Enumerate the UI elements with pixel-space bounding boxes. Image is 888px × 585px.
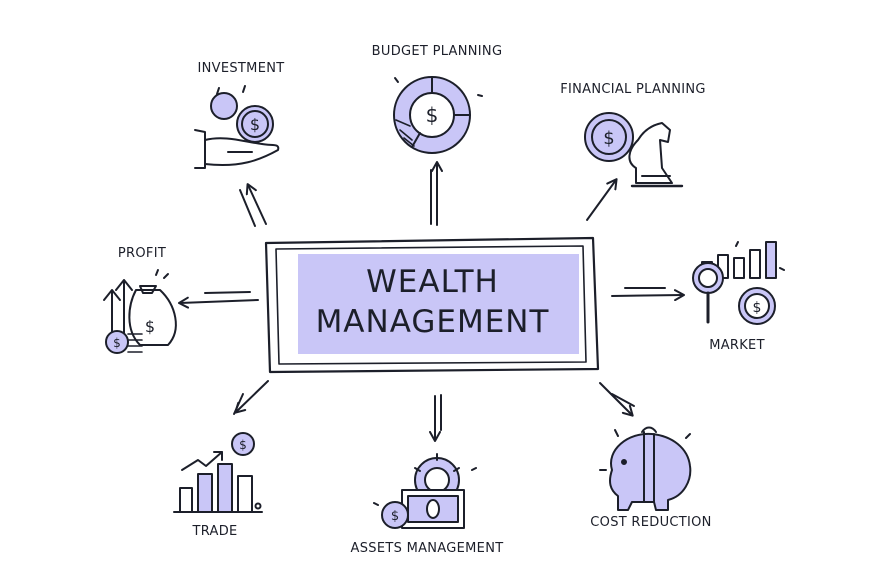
arrow-to-trade: [234, 380, 269, 414]
arrow-to-profit: [178, 296, 259, 309]
title-line-2: MANAGEMENT: [315, 304, 550, 340]
donut-chart-dollar-icon: $: [393, 76, 483, 154]
arrow-to-cost: [599, 382, 634, 417]
arrow-to-trade-2: [233, 393, 244, 415]
bar-chart-magnifier-icon: $: [692, 241, 785, 325]
svg-text:$: $: [391, 509, 399, 524]
gear-cash-icon: $: [373, 453, 477, 529]
label-financial-planning: FINANCIAL PLANNING: [560, 82, 706, 97]
svg-text:$: $: [250, 115, 260, 134]
svg-text:$: $: [753, 300, 762, 316]
label-assets-management: ASSETS MANAGEMENT: [350, 541, 504, 556]
label-investment: INVESTMENT: [197, 61, 285, 76]
bar-chart-growth-icon: $: [173, 432, 263, 513]
arrow-to-market: [611, 289, 685, 302]
svg-text:$: $: [239, 438, 247, 452]
money-bag-arrow-icon: $ $: [103, 269, 177, 354]
piggy-bank-icon: [599, 426, 692, 511]
label-cost-reduction: COST REDUCTION: [590, 515, 712, 530]
title-line-1: WEALTH: [366, 264, 499, 300]
center-box-frame: [264, 236, 600, 374]
coin-chess-knight-icon: $: [584, 112, 684, 188]
label-profit: PROFIT: [117, 246, 167, 261]
label-trade: TRADE: [192, 524, 238, 539]
svg-text:$: $: [603, 128, 614, 149]
label-market: MARKET: [709, 338, 765, 353]
arrow-to-cost-2: [611, 393, 635, 407]
arrow-to-investment-2: [239, 189, 256, 227]
center-box: WEALTH MANAGEMENT: [270, 238, 595, 370]
label-budget-planning: BUDGET PLANNING: [371, 44, 503, 59]
svg-text:$: $: [426, 103, 439, 127]
arrow-to-investment: [245, 183, 267, 225]
arrow-to-financial: [586, 178, 618, 221]
svg-text:$: $: [145, 317, 155, 336]
svg-text:$: $: [113, 336, 121, 350]
connector-arrows: [178, 161, 685, 442]
arrow-to-profit-2: [204, 291, 251, 294]
hand-holding-coin-icon: $: [194, 85, 280, 169]
